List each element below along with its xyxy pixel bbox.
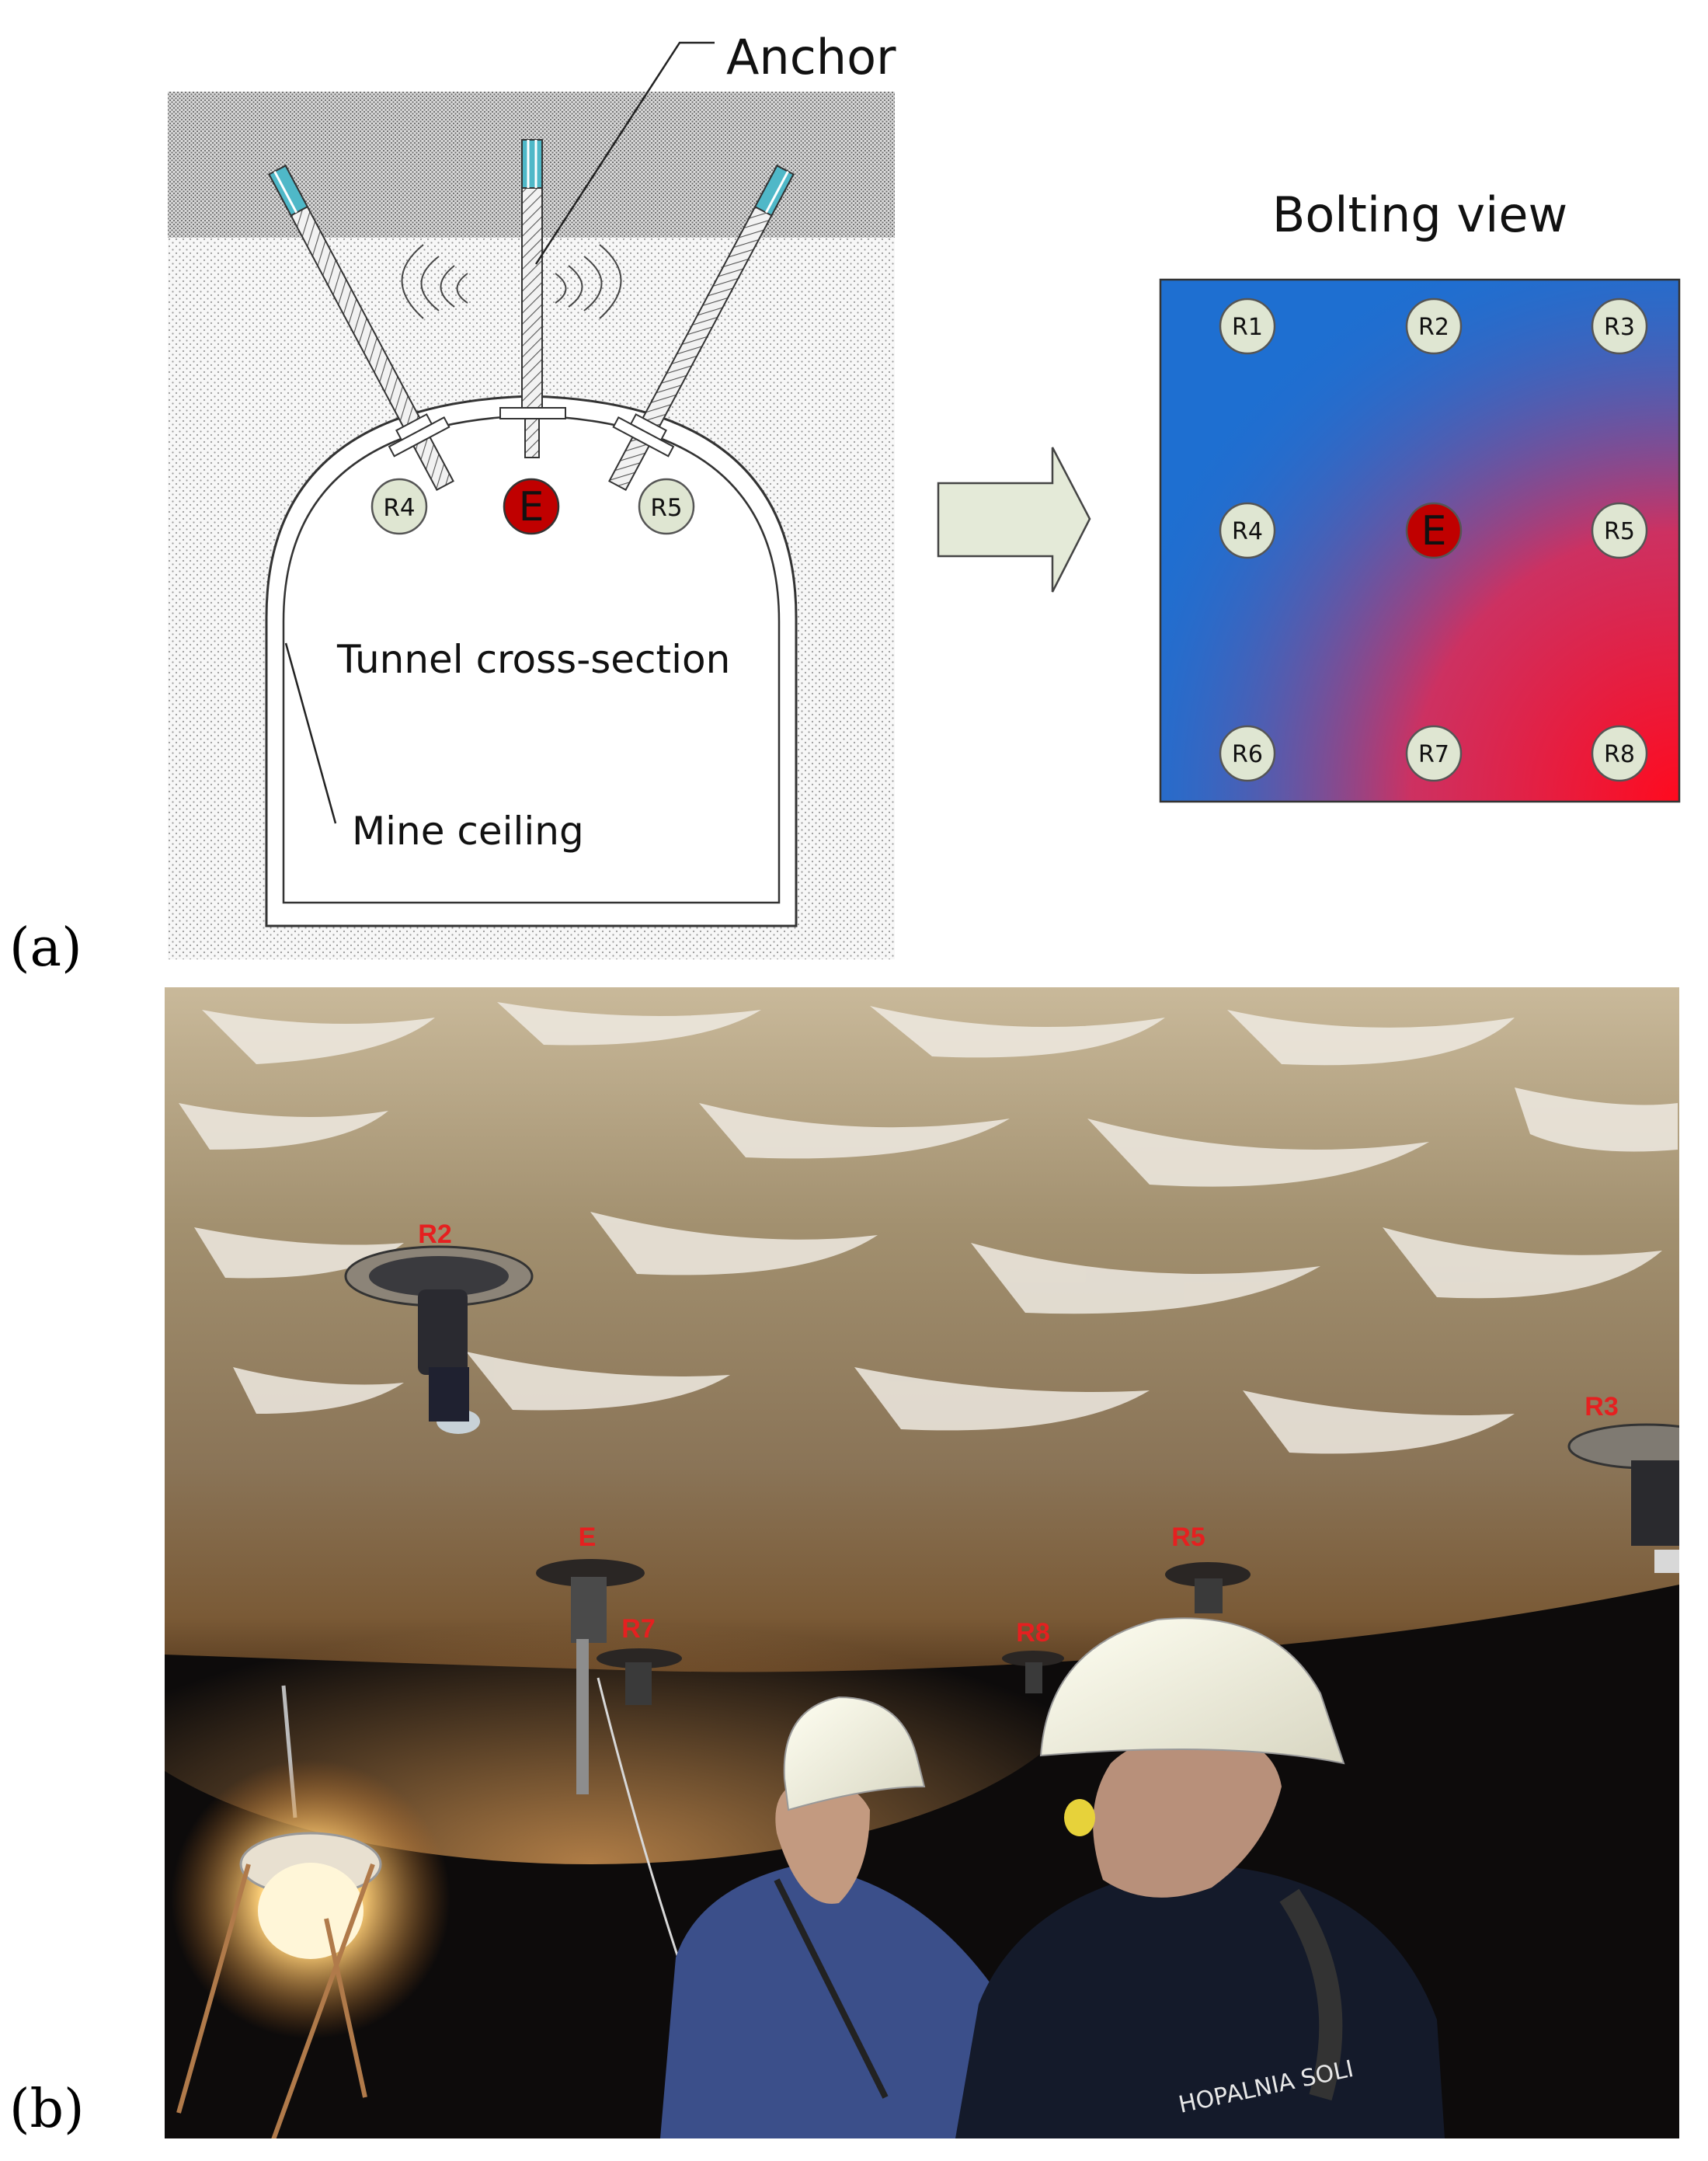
tunnel-label: Tunnel cross-section [336,637,730,682]
emitter-e: E [503,478,560,535]
grid-node-r2: R2 [1405,298,1463,355]
grid-node-r3: R3 [1591,298,1648,355]
grid-node-r7: R7 [1405,725,1463,782]
photo-label-r3: R3 [1585,1392,1618,1422]
grid-node-r1: R1 [1219,298,1276,355]
grid-node-label: R2 [1418,314,1449,341]
grid-node-label: R3 [1604,314,1635,341]
panel-b-label: (b) [9,2079,85,2140]
bolt-plate-r7 [597,1648,682,1705]
photo-label-r8: R8 [1016,1618,1049,1648]
panel-a-label: (a) [9,917,82,979]
wave-arcs-left [401,244,468,319]
sensor-r5: R5 [638,478,695,535]
svg-text:E: E [519,484,544,531]
anchor-label: Anchor [726,29,896,85]
grid-node-r6: R6 [1219,725,1276,782]
grid-node-r5: R5 [1591,502,1648,559]
grid-node-label: R6 [1232,741,1263,768]
bolt-plate-r3 [1567,1423,1679,1573]
bolt-plate-r8 [1002,1651,1064,1693]
arrow-shape [937,447,1091,593]
svg-text:R5: R5 [650,494,682,522]
grid-node-e: E [1405,502,1463,559]
grid-node-label: R4 [1232,518,1263,545]
bolt-right [608,164,795,491]
wave-arcs-right [555,244,622,319]
sensor-r4: R4 [370,478,428,535]
bolt-left [268,164,454,491]
photo-label-e: E [579,1522,597,1552]
grid-node-label: R7 [1418,741,1449,768]
mine-lamp [171,1685,450,2138]
photo-label-r7: R7 [621,1614,655,1644]
grid-node-label: R1 [1232,314,1263,341]
bolt-plate-r5 [1165,1562,1251,1613]
anchor-leader [534,41,715,265]
panel-a: Anchor R4 E R5 Tunnel cross-section Mine… [9,29,1681,979]
photo-label-r5: R5 [1171,1522,1205,1552]
bolting-title: Bolting view [1272,186,1567,243]
bolt-center [499,139,566,458]
grid-node-label: R5 [1604,518,1635,545]
bolting-view-frame [1159,278,1681,803]
salt-streaks [179,1002,1678,1454]
ceiling-leader [284,642,337,824]
grid-node-label: R8 [1604,741,1635,768]
bolt-plate-e [536,1559,645,1794]
worker-right: HOPALNIA SOLI [955,1617,1445,2138]
worker-left [660,1696,994,2138]
ceiling-label: Mine ceiling [352,809,584,854]
photo-label-r2: R2 [418,1220,451,1249]
grid-node-r8: R8 [1591,725,1648,782]
grid-node-r4: R4 [1219,502,1276,559]
grid-node-label: E [1421,508,1447,555]
bolt-plate-r2 [344,1245,534,1434]
svg-text:R4: R4 [383,494,415,522]
